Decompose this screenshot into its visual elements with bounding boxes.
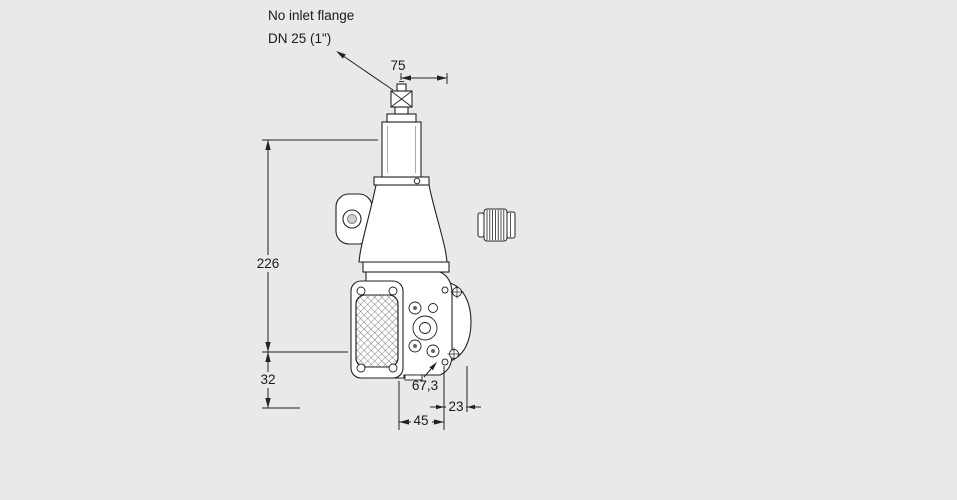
pivot-bracket xyxy=(335,193,373,245)
solenoid-coil xyxy=(381,121,422,178)
body-ports xyxy=(408,286,449,366)
dimension-port-depth-leader xyxy=(423,362,437,378)
leader-arrowhead xyxy=(336,51,346,59)
dimension-bottom-width xyxy=(398,366,445,430)
plug-screw xyxy=(396,83,407,92)
dim-label-23: 23 xyxy=(448,399,463,414)
bracket-hole-center xyxy=(347,214,357,224)
outlet-flange-bolts xyxy=(447,285,464,361)
dimension-outlet-offset xyxy=(430,366,481,414)
dim-label-226: 226 xyxy=(257,256,280,271)
knurl-lines xyxy=(486,210,505,240)
plug-neck xyxy=(394,106,409,115)
plug-disc xyxy=(386,113,417,123)
bottom-step xyxy=(404,374,423,381)
dimensions xyxy=(253,51,481,430)
valve-drawing xyxy=(335,81,516,381)
annotation-leader xyxy=(336,51,394,91)
bonnet-plate xyxy=(362,261,450,273)
connector-plug xyxy=(386,81,417,123)
annotation-line1: No inlet flange xyxy=(268,8,354,23)
bolt-hole xyxy=(356,363,366,373)
vent-hole xyxy=(413,177,421,185)
dim-label-67-3: 67,3 xyxy=(412,378,438,393)
coil-flange xyxy=(373,176,430,186)
inlet-flange-face xyxy=(350,280,404,379)
bolt-hole xyxy=(388,363,398,373)
actuator-housing xyxy=(358,184,448,263)
dim-label-32: 32 xyxy=(260,372,275,387)
dimension-total-height xyxy=(253,139,378,353)
dimension-stem-offset xyxy=(400,73,448,84)
dim-label-45: 45 xyxy=(413,413,428,428)
bolt-hole xyxy=(388,286,398,296)
dim-label-75: 75 xyxy=(390,58,405,73)
dimension-base-height xyxy=(256,352,300,409)
annotation-line2: DN 25 (1") xyxy=(268,31,331,46)
bolt-hole xyxy=(356,286,366,296)
coupling-part xyxy=(477,208,516,242)
